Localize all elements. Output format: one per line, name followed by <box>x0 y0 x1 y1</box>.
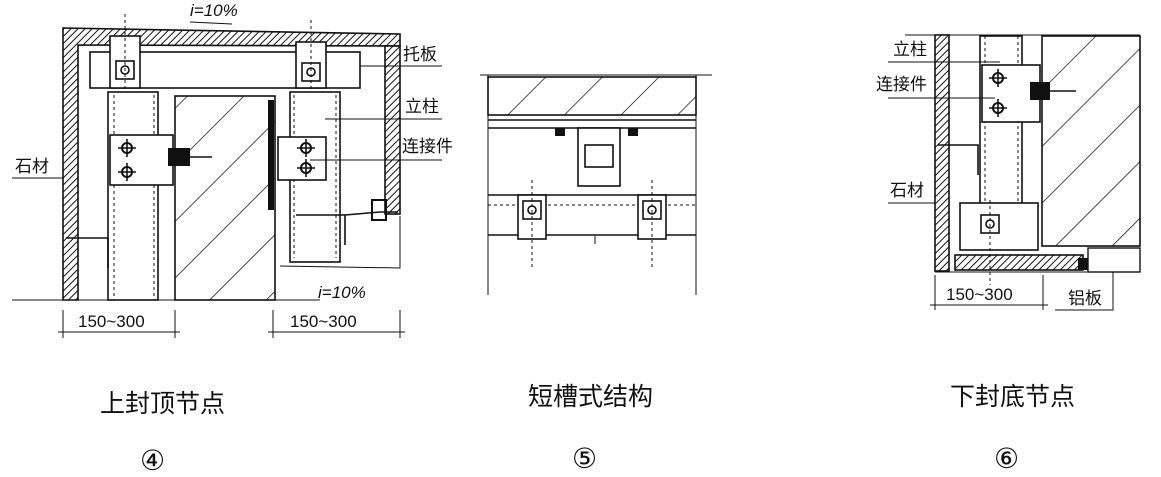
detail-4-top-sealing-node: 150~300 150~300 i=10% i=10% 托板 立柱 连接件 石材… <box>12 1 453 477</box>
detail-number: ⑥ <box>994 442 1019 475</box>
label-post: 立柱 <box>893 40 927 60</box>
post <box>979 35 1023 217</box>
dimension-label: 150~300 <box>946 285 1013 304</box>
aluminum-panel <box>1087 247 1141 273</box>
stone-cladding-right <box>384 45 401 215</box>
detail-5-short-slot-structure: 短槽式结构 ⑤ <box>480 74 712 475</box>
anchor-bolt-icon <box>301 62 321 82</box>
concrete-wall <box>1041 35 1141 247</box>
slope-label-top: i=10% <box>190 1 238 20</box>
caption: 短槽式结构 <box>528 382 653 411</box>
dimension-label: 150~300 <box>78 312 145 331</box>
label-connector: 连接件 <box>876 75 927 95</box>
detail-number: ⑤ <box>572 442 597 475</box>
detail-number: ④ <box>140 444 165 477</box>
concrete-slab <box>487 76 697 116</box>
slope-label-bottom: i=10% <box>318 283 366 302</box>
detail-6-bottom-sealing-node: 150~300 立柱 连接件 石材 铝板 下封底节点 ⑥ <box>876 34 1141 475</box>
label-stone: 石材 <box>890 181 924 201</box>
caption: 上封顶节点 <box>100 389 225 418</box>
bottom-bracket <box>959 202 1039 251</box>
label-connector: 连接件 <box>402 137 453 157</box>
label-stone: 石材 <box>15 157 49 177</box>
stone-cladding-left <box>934 34 950 272</box>
connector-plate <box>109 134 174 186</box>
label-tray: 托板 <box>403 45 437 65</box>
connector-plate <box>277 136 327 181</box>
label-aluminum: 铝板 <box>1068 289 1102 309</box>
post-left <box>107 91 159 301</box>
caption: 下封底节点 <box>950 382 1075 411</box>
label-post: 立柱 <box>405 97 439 117</box>
dimension-label: 150~300 <box>290 312 357 331</box>
concrete-wall <box>174 95 276 301</box>
stone-cladding-bottom <box>954 254 1084 271</box>
